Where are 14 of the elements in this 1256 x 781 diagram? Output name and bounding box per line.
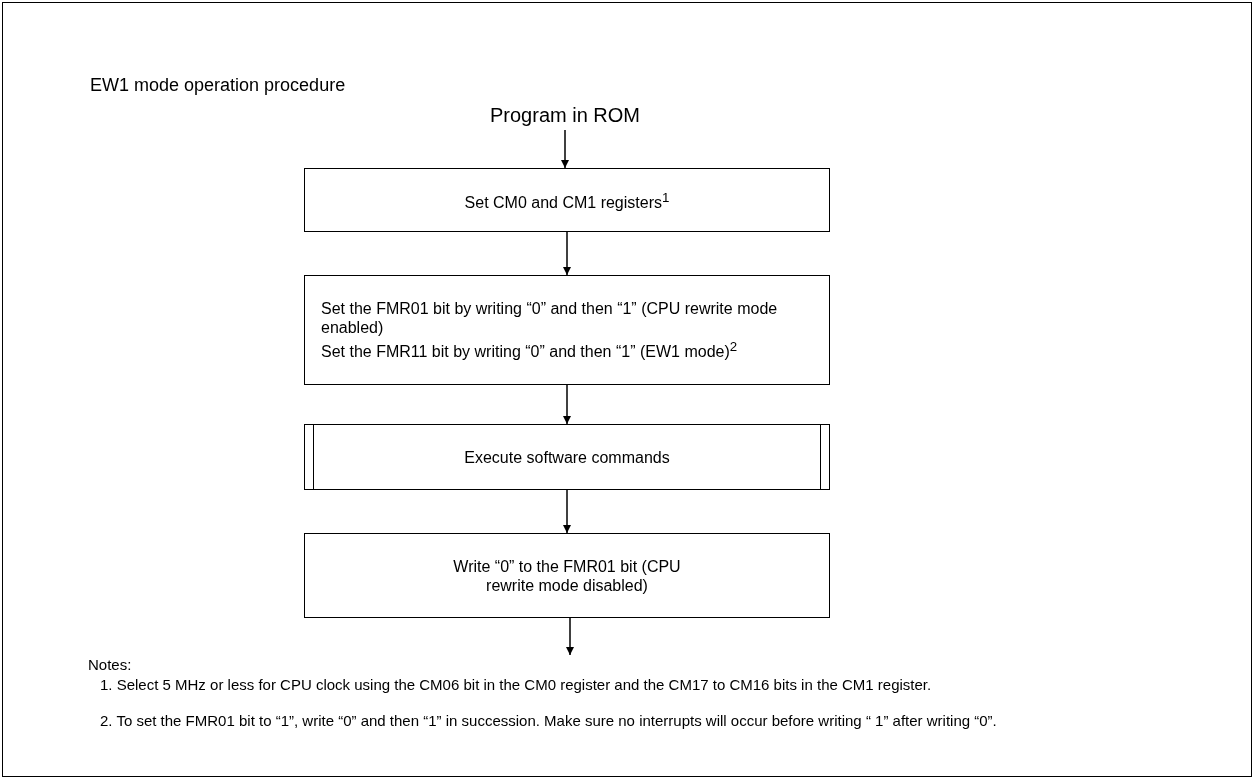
process-box: Write “0” to the FMR01 bit (CPU rewrite mode disabled) [304, 533, 830, 618]
arrow [563, 489, 571, 534]
predefined-process-box: Execute software commands [304, 424, 830, 490]
process-box: Set the FMR01 bit by writing “0” and then “1” (CPU rewrite mode enabled) Set the FMR11 bit by writing “0” and then “1” (EW1 mode)$^{2}$ [304, 275, 830, 385]
start-label: Program in ROM [440, 100, 690, 130]
diagram-title: EW1 mode operation procedure [90, 75, 346, 96]
arrow [563, 384, 571, 425]
arrow [566, 617, 574, 656]
notes-heading: Notes: [88, 656, 132, 673]
arrow [563, 231, 571, 276]
process-box: Set CM0 and CM1 registers$^{1}$ [304, 168, 830, 232]
footnote: 1. Select 5 MHz or less for CPU clock using the CM06 bit in the CM0 register and the CM17 to CM16 bits in the CM1 register. [100, 676, 933, 693]
footnote: 2. To set the FMR01 bit to “1”, write “0” and then “1” in succession. Make sure no interrupts will occur before writing “ 1” after writing “0”. [100, 712, 998, 729]
arrow [561, 129, 569, 169]
